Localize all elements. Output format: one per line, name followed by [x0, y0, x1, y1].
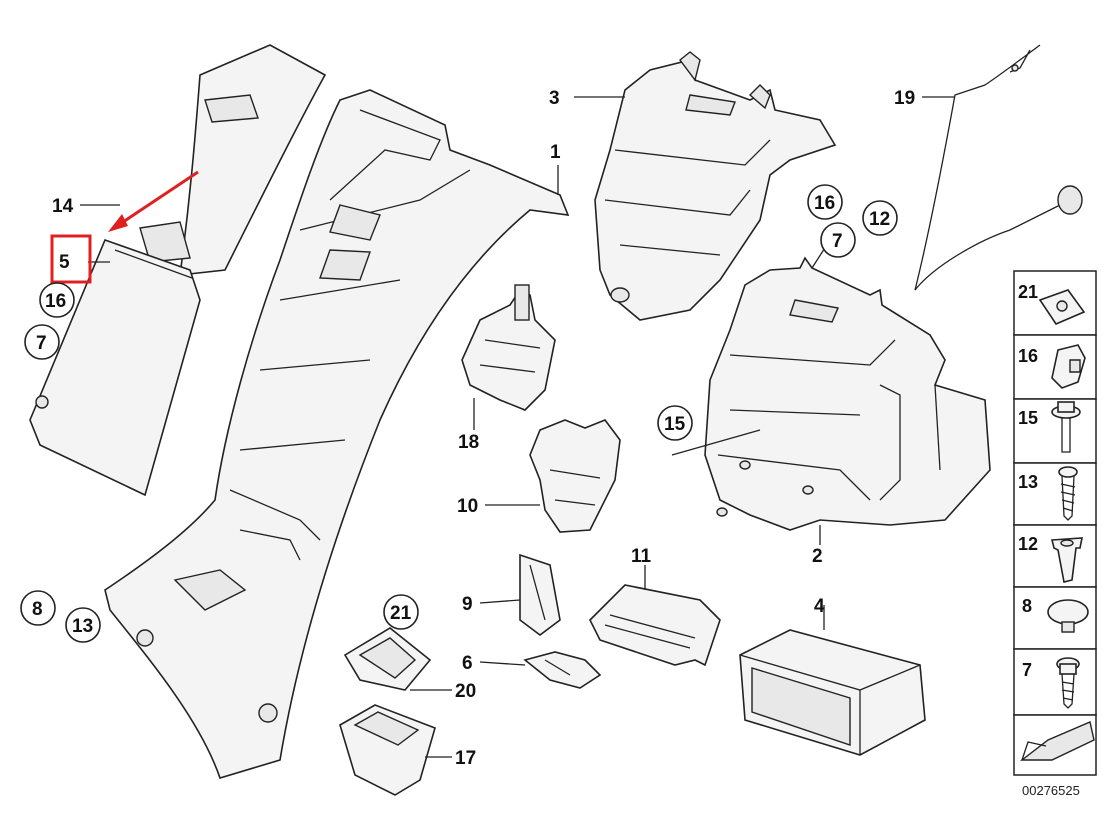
callout-3: 3 [549, 88, 560, 109]
callout-11: 11 [631, 546, 652, 567]
circled-callout-16-left: 16 [39, 282, 75, 318]
legend-label-15: 15 [1018, 408, 1038, 428]
callout-14: 14 [52, 196, 74, 217]
legend-label-13: 13 [1018, 472, 1038, 492]
circled-callout-7-left: 7 [24, 324, 60, 360]
rubber-buffer-icon [1051, 344, 1086, 389]
svg-text:16: 16 [45, 291, 66, 312]
legend-label-7: 7 [1022, 660, 1032, 680]
circled-callout-8: 8 [20, 590, 56, 626]
part-18-actuator [461, 284, 556, 411]
legend-label-12: 12 [1018, 534, 1038, 554]
callout-17: 17 [455, 748, 476, 769]
svg-text:21: 21 [390, 603, 412, 624]
svg-text:12: 12 [869, 209, 890, 230]
circled-callout-21: 21 [383, 594, 419, 630]
part-4-drawer [739, 629, 926, 756]
self-tapping-screw-icon [1058, 466, 1078, 521]
part-2-storage-box [704, 256, 991, 531]
circled-callout-13: 13 [65, 607, 101, 643]
part-3-storage-frame-upper [594, 51, 837, 321]
callout-10: 10 [457, 496, 478, 517]
callout-6: 6 [462, 653, 473, 674]
legend-label-21: 21 [1018, 282, 1038, 302]
part-20-tray-insert [343, 627, 432, 691]
part-14-armrest-cover [139, 44, 327, 276]
svg-text:8: 8 [32, 599, 43, 620]
highlight-box [50, 234, 92, 284]
callout-19: 19 [894, 88, 915, 109]
hex-screw-icon [1056, 657, 1080, 709]
legend-label-8: 8 [1022, 596, 1032, 616]
circled-callout-12: 12 [862, 200, 898, 236]
hardware-legend: 21 16 15 13 12 8 [1013, 270, 1097, 776]
part-11-tray [589, 584, 721, 667]
callout-20: 20 [455, 681, 476, 702]
legend-label-16: 16 [1018, 346, 1038, 366]
highlight-arrow [108, 170, 199, 232]
document-number: 00276525 [1022, 783, 1080, 798]
circled-callout-7-right: 7 [820, 222, 856, 258]
callout-1: 1 [550, 142, 561, 163]
leader-lines [80, 96, 955, 758]
callout-9: 9 [462, 594, 473, 615]
callout-5: 5 [59, 252, 70, 273]
washer-screw-icon [1051, 401, 1081, 453]
part-17-cup [339, 704, 436, 796]
svg-text:16: 16 [814, 193, 835, 214]
circled-callout-16-right: 16 [807, 184, 843, 220]
part-6-clip [523, 651, 602, 689]
clip-nut-icon [1038, 289, 1086, 325]
svg-text:7: 7 [36, 333, 47, 354]
circled-callout-15: 15 [657, 405, 693, 441]
part-10-lock [529, 419, 621, 533]
svg-text:15: 15 [664, 414, 686, 435]
part-1-center-console [104, 89, 570, 779]
svg-text:13: 13 [72, 616, 93, 637]
expanding-nut-icon [1050, 537, 1083, 583]
callout-4: 4 [814, 596, 825, 617]
callout-18: 18 [458, 432, 479, 453]
part-9-insert [519, 553, 561, 636]
part-5-armrest-pad [29, 238, 201, 497]
svg-text:7: 7 [832, 231, 843, 252]
cover-cap-icon [1047, 599, 1089, 633]
direction-arrow-icon [1019, 721, 1095, 761]
part-19-cable [914, 44, 1083, 291]
callout-2: 2 [812, 546, 823, 567]
